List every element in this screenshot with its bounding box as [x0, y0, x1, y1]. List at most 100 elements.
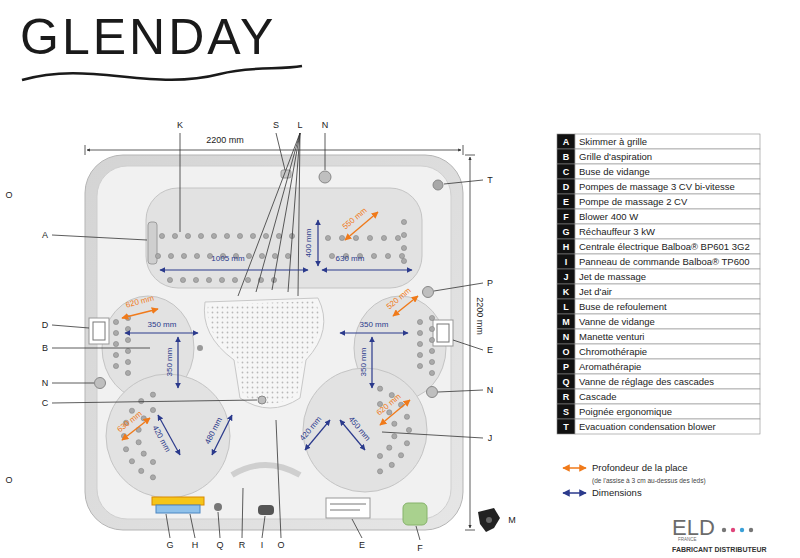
callout-letter: P — [487, 279, 493, 288]
jet — [377, 386, 382, 391]
logo-subtext: FRANCE — [678, 538, 697, 543]
table-description: Cascade — [579, 392, 617, 402]
jet — [417, 319, 422, 324]
table-key: M — [562, 317, 570, 326]
jet — [285, 253, 290, 258]
table-key-cell — [557, 149, 575, 164]
table-key-cell — [557, 134, 575, 149]
table-key: G — [562, 227, 569, 236]
dimension: 350 mm — [360, 321, 389, 329]
table-text-cell — [575, 419, 760, 434]
table-text-cell — [575, 284, 760, 299]
jet — [185, 233, 190, 238]
jet — [139, 398, 144, 403]
table-key-cell — [557, 419, 575, 434]
table-key-cell — [557, 179, 575, 194]
jet — [429, 337, 434, 342]
jet — [193, 277, 198, 282]
table-text-cell — [575, 374, 760, 389]
seat-dimensions — [125, 220, 412, 455]
jet — [389, 462, 394, 467]
callout-letter: E — [487, 346, 493, 355]
jet — [353, 235, 358, 240]
jet — [429, 326, 434, 331]
callout-letter: J — [488, 434, 493, 443]
callout-letter: A — [42, 231, 48, 240]
jet — [139, 468, 144, 473]
jet — [181, 253, 186, 258]
table-description: Vanne de réglage des cascades — [579, 377, 714, 387]
jet — [392, 434, 397, 439]
jet — [385, 253, 390, 258]
callout-letter: N — [322, 121, 329, 130]
dimension: 2200 mm — [206, 136, 244, 145]
callout-letter: N — [42, 379, 49, 388]
table-text-cell — [575, 269, 760, 284]
jet — [404, 441, 409, 446]
table-text-cell — [575, 299, 760, 314]
callout-letter: S — [273, 121, 279, 130]
callout-letter: T — [487, 176, 493, 185]
jet — [406, 427, 411, 432]
jet — [417, 363, 422, 368]
jet — [381, 235, 386, 240]
table-text-cell — [575, 404, 760, 419]
jet — [113, 330, 118, 335]
table-description: Buse de vidange — [579, 167, 650, 177]
dimension: 630 mm — [336, 255, 365, 263]
jet — [398, 453, 403, 458]
jet — [150, 407, 155, 412]
jet — [113, 363, 118, 368]
callout-letter: B — [42, 344, 48, 353]
table-text-cell — [575, 314, 760, 329]
jet — [417, 352, 422, 357]
dimension: 400 mm — [305, 229, 313, 258]
table-key-cell — [557, 284, 575, 299]
table-key: H — [563, 242, 570, 251]
jet — [198, 233, 203, 238]
table-description: Réchauffeur 3 kW — [579, 227, 655, 237]
table-key-cell — [557, 209, 575, 224]
jet — [401, 245, 406, 250]
logo-dots — [722, 528, 753, 532]
table-text-cell — [575, 359, 760, 374]
jet — [232, 277, 237, 282]
callout-letter: H — [192, 541, 199, 550]
jet — [150, 459, 155, 464]
jet — [206, 277, 211, 282]
table-description: Skimmer à grille — [579, 137, 647, 147]
jet — [329, 253, 334, 258]
table-description: Jet d'air — [579, 287, 612, 297]
table-key: R — [563, 392, 570, 401]
jet — [401, 232, 406, 237]
jet — [429, 370, 434, 375]
table-key-cell — [557, 404, 575, 419]
legend-text: Profondeur de la place — [592, 463, 688, 473]
jet — [325, 235, 330, 240]
table-description: Buse de refoulement — [579, 302, 667, 312]
table-key: O — [562, 347, 569, 356]
jet — [194, 253, 199, 258]
jet — [125, 359, 130, 364]
table-key-cell — [557, 239, 575, 254]
table-key: C — [563, 167, 570, 176]
jet — [395, 235, 400, 240]
jet — [172, 233, 177, 238]
table-key: S — [563, 407, 569, 416]
table-key: K — [563, 287, 570, 296]
jet — [167, 277, 172, 282]
dimension: 2200 mm — [475, 297, 484, 335]
jet — [401, 219, 406, 224]
jet — [429, 315, 434, 320]
legend-sample-depth — [563, 467, 586, 469]
table-text-cell — [575, 209, 760, 224]
jet — [168, 253, 173, 258]
table-description: Blower 400 W — [579, 212, 638, 222]
jet — [417, 341, 422, 346]
table-key-cell — [557, 314, 575, 329]
jet — [367, 235, 372, 240]
table-text-cell — [575, 164, 760, 179]
jet — [125, 348, 130, 353]
callout-letter: Q — [216, 541, 223, 550]
